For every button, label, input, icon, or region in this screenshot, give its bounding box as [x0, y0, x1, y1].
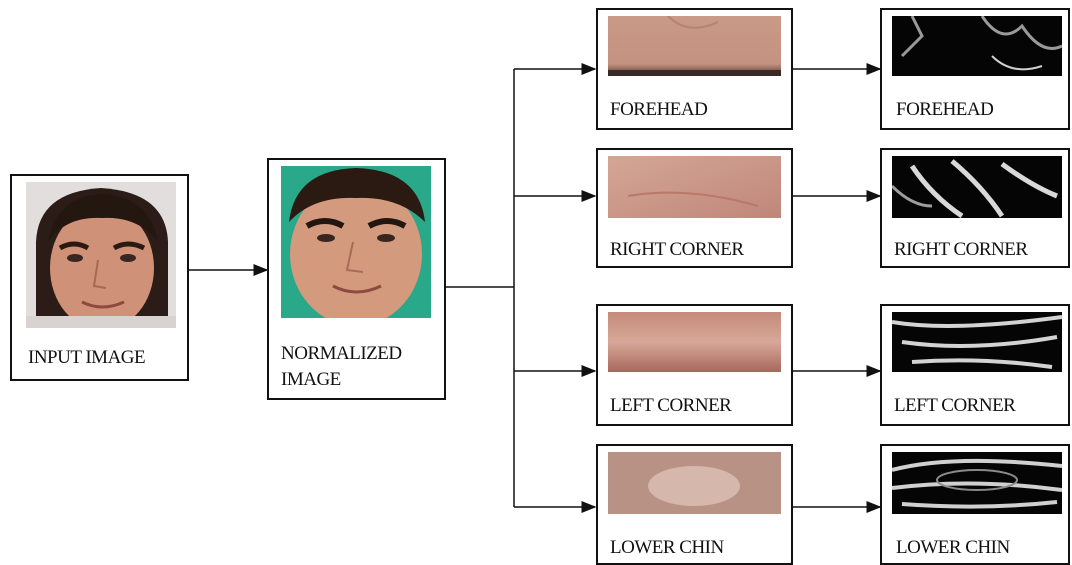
left-corner-crop-image: [608, 312, 781, 372]
feature-label-forehead: FOREHEAD: [896, 98, 993, 122]
input-image-box: INPUT IMAGE: [10, 174, 189, 381]
region-label-lower-chin: LOWER CHIN: [610, 536, 724, 560]
input-face-photo: [26, 182, 176, 328]
region-label-forehead: FOREHEAD: [610, 98, 707, 122]
feature-label-right-corner: RIGHT CORNER: [894, 238, 1028, 262]
feature-box-lower-chin: LOWER CHIN: [880, 444, 1070, 565]
normalized-image-box: NORMALIZED IMAGE: [267, 158, 446, 400]
input-image-label: INPUT IMAGE: [28, 346, 145, 370]
right-corner-feature-map: [892, 156, 1062, 218]
region-box-forehead: FOREHEAD: [596, 8, 793, 130]
feature-label-left-corner: LEFT CORNER: [894, 394, 1015, 418]
normalized-face-photo: [281, 166, 431, 318]
lower-chin-crop-image: [608, 452, 781, 514]
feature-label-lower-chin: LOWER CHIN: [896, 536, 1010, 560]
region-box-left-corner: LEFT CORNER: [596, 304, 793, 426]
normalized-image-label-line2: IMAGE: [281, 368, 341, 392]
forehead-feature-map: [892, 16, 1062, 76]
right-corner-crop-image: [608, 156, 781, 218]
region-label-right-corner: RIGHT CORNER: [610, 238, 744, 262]
feature-box-right-corner: RIGHT CORNER: [880, 148, 1070, 268]
left-corner-feature-map: [892, 312, 1062, 372]
region-box-lower-chin: LOWER CHIN: [596, 444, 793, 565]
lower-chin-feature-map: [892, 452, 1062, 514]
forehead-crop-image: [608, 16, 781, 76]
feature-box-left-corner: LEFT CORNER: [880, 304, 1070, 426]
normalized-image-label-line1: NORMALIZED: [281, 342, 402, 366]
region-label-left-corner: LEFT CORNER: [610, 394, 731, 418]
region-box-right-corner: RIGHT CORNER: [596, 148, 793, 268]
feature-box-forehead: FOREHEAD: [880, 8, 1070, 130]
